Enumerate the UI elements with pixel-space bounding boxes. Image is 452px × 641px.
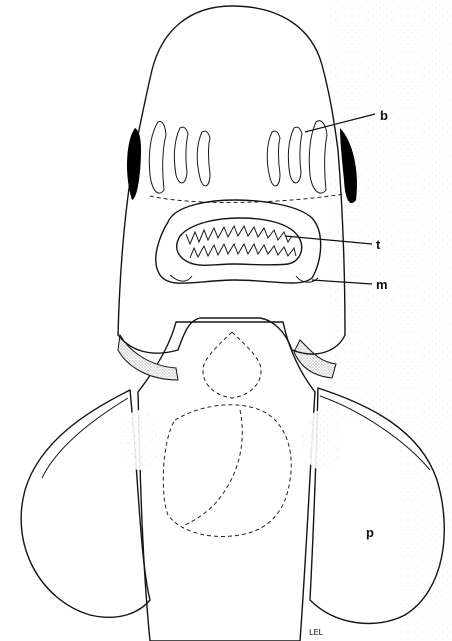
right-gill-area — [294, 340, 336, 378]
head-lower-patch — [172, 190, 292, 230]
mouth-corner-left — [170, 275, 192, 281]
left-girdle-patch — [120, 410, 160, 470]
lower-teeth — [190, 244, 296, 258]
left-fin-edge-line — [42, 398, 128, 478]
right-barbel-outer — [309, 121, 327, 193]
label-m: m — [376, 277, 388, 292]
right-barbel-3 — [267, 131, 280, 186]
right-barbel-2 — [288, 127, 302, 183]
label-b: b — [380, 108, 388, 123]
head-center-patch — [194, 95, 270, 195]
heart-outline-dashed — [203, 332, 261, 398]
left-barbel-2 — [174, 127, 188, 183]
background-texture — [330, 0, 452, 420]
label-p: p — [366, 525, 374, 540]
label-t: t — [376, 237, 381, 252]
liver-outline-dashed — [163, 405, 291, 537]
right-girdle-patch — [302, 410, 342, 470]
liver-lobe-dashed — [185, 410, 242, 525]
left-barbel-outer — [149, 122, 166, 194]
artist-signature: LEL — [309, 628, 324, 637]
